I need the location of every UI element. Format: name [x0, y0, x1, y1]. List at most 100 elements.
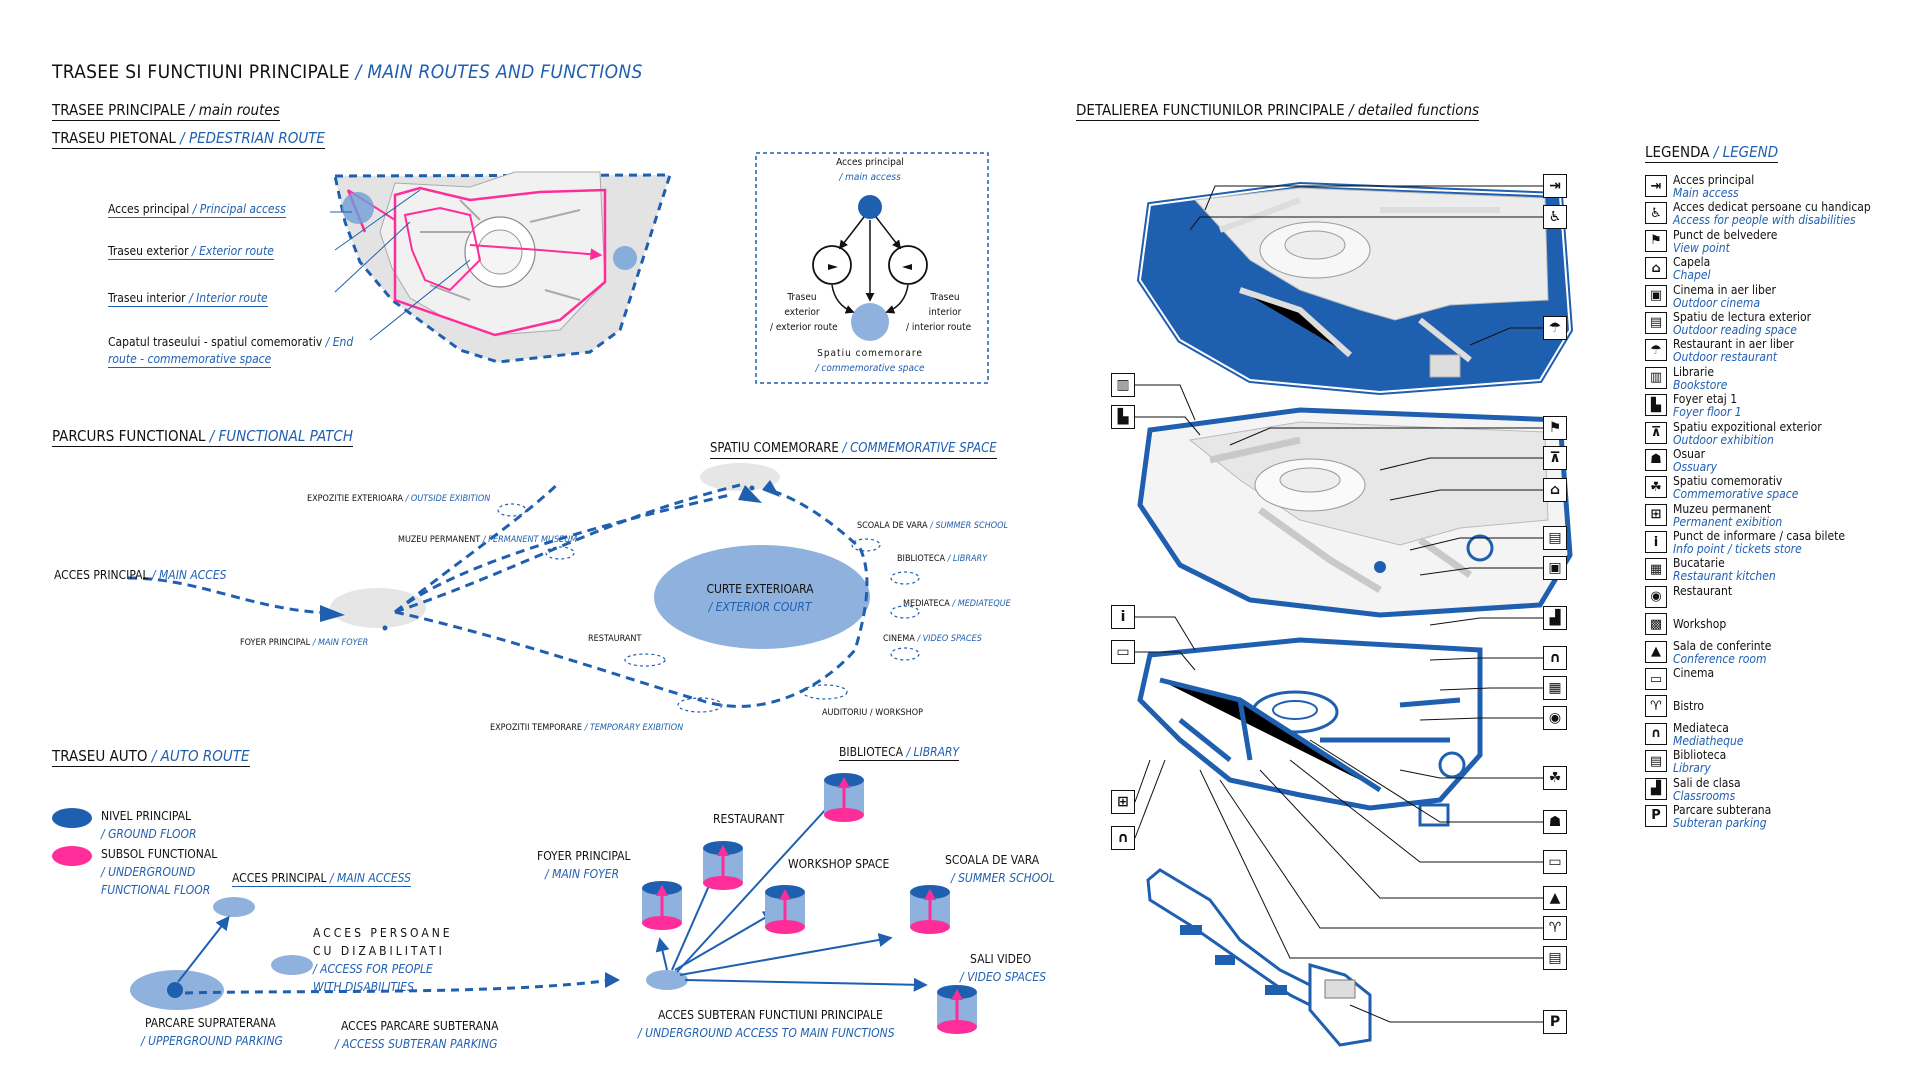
- books-icon: ▥: [1111, 373, 1135, 397]
- armchair-icon: ▙: [1111, 405, 1135, 429]
- outdoor-cinema-icon: ▣: [1645, 284, 1667, 307]
- conference-icon: ▲: [1543, 886, 1567, 910]
- auto-work: WORKSHOP SPACE: [788, 857, 890, 871]
- easel-icon: ⊼: [1543, 446, 1567, 470]
- scheme-acces-en: / main access: [839, 172, 901, 183]
- label-principal-access: Acces principal / Principal access: [108, 202, 286, 218]
- ext-en: / Exterior route: [192, 244, 274, 258]
- plate-icon: ◉: [1543, 706, 1567, 730]
- legend-item-ro: Spatiu expozitional exterior: [1673, 419, 1822, 434]
- auto-scoala-ro: SCOALA DE VARA: [945, 853, 1040, 867]
- auto-biblio-ro: BIBLIOTECA: [839, 745, 904, 759]
- scheme-acces-ro: Acces principal: [836, 157, 904, 168]
- floor-cylinders: [642, 773, 977, 1034]
- cinema-icon: ▭: [1543, 850, 1567, 874]
- workshop-screen-icon: ▭: [1111, 640, 1135, 664]
- legend-item-en: Main access: [1673, 186, 1739, 200]
- fp-cinema-en: / VIDEO SPACES: [917, 634, 982, 644]
- scheme-spatiu-en: / commemorative space: [815, 363, 925, 374]
- legend-item-ro: Restaurant: [1673, 583, 1733, 598]
- memorial-icon: ☘: [1645, 476, 1667, 499]
- route-scheme-box: [755, 152, 989, 384]
- glasses-icon: ♈: [1645, 695, 1667, 718]
- auto-dis-en1: / ACCESS FOR PEOPLE: [313, 962, 433, 976]
- legend-item-ro: Punct de belvedere: [1673, 227, 1778, 242]
- legend-item-en: Ossuary: [1673, 459, 1718, 474]
- auto-dis-ro1: ACCES PERSOANE: [313, 926, 453, 940]
- cinema-icon: ▭: [1645, 668, 1667, 691]
- label-exterior-route: Traseu exterior / Exterior route: [108, 244, 274, 260]
- headphones-icon: ∩: [1111, 826, 1135, 850]
- pedestrian-site-plan: [330, 171, 673, 364]
- fp-restaurant: RESTAURANT: [588, 634, 642, 644]
- auto-parc-en: / UPPERGROUND PARKING: [141, 1034, 283, 1048]
- auto-subsol-en2: FUNCTIONAL FLOOR: [101, 883, 211, 897]
- legend-item-en: Bookstore: [1673, 377, 1728, 392]
- scheme-ext-en: / exterior route: [770, 322, 838, 333]
- legend-heading: LEGENDA / LEGEND: [1645, 143, 1779, 163]
- legend-item-ro: Cinema: [1673, 666, 1715, 681]
- plan-level-3: [1137, 637, 1483, 827]
- fp-cinema-ro: CINEMA: [883, 634, 915, 644]
- legend-item-en: Restaurant kitchen: [1673, 569, 1776, 584]
- auto-en: / AUTO ROUTE: [151, 747, 250, 765]
- cap-ro: Capatul traseului - spatiul comemorativ: [108, 335, 323, 349]
- legend-item-ro: Muzeu permanent: [1673, 501, 1772, 516]
- auto-route-diagram: [52, 773, 977, 1034]
- legend-item-ro: Acces principal: [1673, 173, 1755, 187]
- legend-item: ▩Workshop: [1645, 612, 1915, 639]
- fp-acces: ACCES PRINCIPAL / MAIN ACCES: [54, 568, 227, 582]
- detailed-heading: DETALIEREA FUNCTIUNILOR PRINCIPALE / det…: [1076, 101, 1480, 121]
- scheme-spatiu-ro: Spatiu comemorare: [817, 348, 923, 359]
- fp-biblio-en: / LIBRARY: [947, 554, 988, 564]
- auto-parcs-ro: ACCES PARCARE SUBTERANA: [341, 1019, 499, 1033]
- fp-scoala: SCOALA DE VARA / SUMMER SCHOOL: [857, 521, 1008, 532]
- pedestrian-en: / PEDESTRIAN ROUTE: [180, 129, 325, 147]
- detailed-ro: DETALIEREA FUNCTIUNILOR PRINCIPALE: [1076, 101, 1345, 119]
- fp-expot-ro: EXPOZITII TEMPORARE: [490, 723, 582, 733]
- legend-item-ro: Sali de clasa: [1673, 775, 1741, 790]
- legend-item-en: Permanent exibition: [1673, 514, 1783, 529]
- legend-item-ro: Foyer etaj 1: [1673, 392, 1738, 407]
- fp-muzeu-en: / PERMANENT MUSEUM: [482, 535, 578, 545]
- fp-spatiu-ro: SPATIU COMEMORARE: [710, 441, 839, 456]
- workshop-icon: ▩: [1645, 613, 1667, 636]
- legend-item-ro: Acces dedicat persoane cu handicap: [1673, 200, 1871, 215]
- auto-biblio-en: / LIBRARY: [906, 745, 960, 759]
- conference-icon: ▲: [1645, 640, 1667, 663]
- plan-level-parking: [1146, 868, 1372, 1047]
- auto-rest: RESTAURANT: [713, 812, 785, 826]
- auto-acces-ro: ACCES PRINCIPAL: [232, 871, 327, 885]
- cylinder-summer-school: [910, 885, 950, 934]
- parking-icon: P: [1543, 1010, 1567, 1034]
- wheelchair-icon: ♿: [1645, 202, 1667, 225]
- fp-foyer: FOYER PRINCIPAL / MAIN FOYER: [240, 638, 368, 649]
- label-end-route: Capatul traseului - spatiul comemorativ …: [108, 335, 353, 349]
- cap-en2: route - commemorative space: [108, 352, 272, 368]
- detailed-plans: [1134, 181, 1574, 1047]
- auto-subsol-en1: / UNDERGROUND: [101, 865, 196, 879]
- main-routes-heading: TRASEE PRINCIPALE / main routes: [52, 101, 280, 121]
- cylinder-restaurant: [703, 841, 743, 890]
- info-icon: i: [1645, 531, 1667, 554]
- kitchen-icon: ▦: [1543, 676, 1567, 700]
- scheme-ext-ro1: Traseu: [787, 292, 817, 303]
- enter-icon: ⇥: [1543, 174, 1567, 198]
- fp-acces-ro: ACCES PRINCIPAL: [54, 568, 149, 582]
- plate-icon: ◉: [1645, 585, 1667, 608]
- classroom-icon: ▟: [1543, 606, 1567, 630]
- scheme-int-en: / interior route: [906, 322, 972, 333]
- fp-curte-ro: CURTE EXTERIOARA: [706, 582, 814, 596]
- fp-spatiu-en: / COMMEMORATIVE SPACE: [842, 441, 997, 456]
- functional-patch-diagram: [127, 463, 920, 713]
- legend-item-ro: Mediateca: [1673, 720, 1729, 735]
- legend-item-en: Info point / tickets store: [1673, 542, 1802, 557]
- fp-scoala-ro: SCOALA DE VARA: [857, 521, 928, 531]
